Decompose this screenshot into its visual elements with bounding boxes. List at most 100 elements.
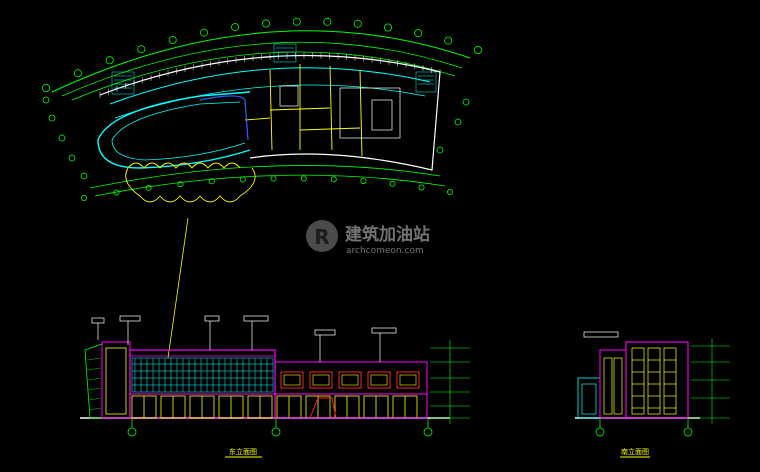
side-tall-block [625,341,689,419]
side-elevation: 南立面图 [575,331,730,458]
plan-axis-bubbles-top [42,17,482,93]
front-right-windows [280,371,420,389]
upper-window-glass [399,374,417,386]
front-right-block [274,361,428,419]
plan-dimension-arc-2 [61,41,463,97]
axis-bubble [48,114,56,122]
side-window-column [603,357,613,415]
axis-bubble [323,17,332,26]
side-window-column [613,357,623,415]
axis-bubble [73,69,82,78]
side-window-column [631,347,645,415]
axis-bubble [199,28,208,37]
side-window-column [663,347,677,415]
axis-bubble [231,23,240,32]
plan-rooms [279,85,401,139]
curved-floor-plan [42,17,482,203]
watermark-url: archcomeon.com [346,246,424,256]
axis-bubble [81,194,88,201]
upper-window [280,371,304,389]
axis-bubble [462,98,470,106]
front-curtain-wall [131,357,274,393]
axis-bubble [353,19,362,28]
plan-dimension-ticks [99,52,441,98]
upper-window [367,371,391,389]
plan-atrium-loop-inner [111,101,246,161]
side-level-marks [690,338,730,424]
front-elevation: 东立面图 [80,315,470,458]
curtain-frame [131,357,274,393]
axis-bubble [145,184,152,191]
plan-dimension-arc-3 [71,51,456,101]
axis-bubble [454,118,462,126]
axis-bubble [177,181,184,188]
plan-stair-hatch [111,43,437,95]
axis-bubble [208,178,215,185]
side-elevation-title: 南立面图 [621,447,649,456]
front-level-marks [430,340,470,424]
axis-bubble [446,188,453,195]
front-shop-bays [130,393,427,419]
axis-bubble [300,175,307,182]
watermark-title: 建筑加油站 [345,224,430,245]
plan-corridor-wall [114,84,426,119]
front-entrance [309,397,337,419]
axis-bubble [384,23,393,32]
front-tower-left-glazing [105,347,127,415]
plan-dimension-arc-bottom-2 [94,174,446,197]
axis-bubble [168,36,177,45]
plan-atrium-loop [97,91,251,169]
axis-bubble [261,19,270,28]
side-low-window [581,383,597,415]
watermark-logo-icon [306,220,338,252]
axis-bubble [473,46,482,55]
axis-bubble [330,176,337,183]
watermark-logo-glyph: R [314,225,329,249]
front-annotation-tags [91,315,397,362]
axis-bubble [270,175,277,182]
axis-bubble [42,96,50,104]
axis-bubble [418,184,425,191]
axis-bubble [113,189,120,196]
front-elevation-title: 东立面图 [229,447,257,456]
upper-window [396,371,420,389]
axis-bubble [389,180,396,187]
side-axis-bubbles [595,418,693,437]
watermark: R 建筑加油站 archcomeon.com [306,220,430,256]
side-window-column [647,347,661,415]
axis-bubble [292,17,301,26]
plan-landscape-cloud [125,162,256,203]
plan-dimension-arc-bottom [89,165,441,189]
axis-bubble [414,29,423,38]
side-top-tag [583,331,619,338]
upper-window [338,371,362,389]
plan-dimension-arc-outer [51,30,471,93]
axis-bubble [58,134,66,142]
axis-bubble [68,154,76,162]
plan-inner-wall [109,67,431,105]
axis-bubble [360,178,367,185]
upper-window-glass [370,374,388,386]
plan-outer-wall [99,54,441,171]
front-main-block [129,349,276,419]
upper-window [309,371,333,389]
side-windows [581,347,677,415]
front-axis-bubbles [127,418,433,437]
axis-bubble [436,146,444,154]
plan-blue-wall [199,95,249,141]
axis-bubble [444,36,453,45]
axis-bubble [239,176,246,183]
upper-window-glass [312,374,330,386]
axis-bubble [105,56,114,65]
axis-bubble [80,172,88,180]
axis-bubble [42,84,51,93]
leader-line [167,217,189,359]
front-left-hatch [86,357,102,411]
plan-axis-bubbles-bottom [42,96,470,201]
front-left-wing [84,343,103,419]
plan-interior-walls [244,64,363,157]
upper-window-glass [341,374,359,386]
axis-bubble [137,45,146,54]
upper-window-glass [283,374,301,386]
